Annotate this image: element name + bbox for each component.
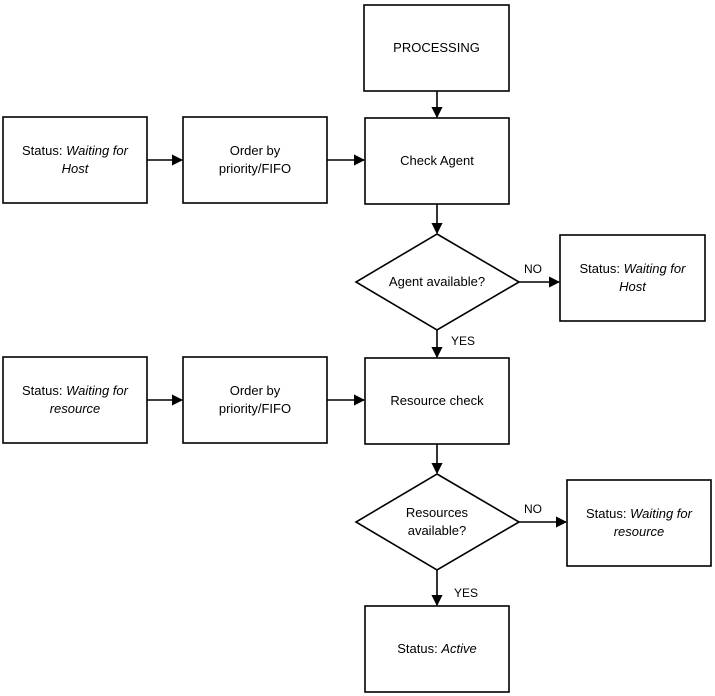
- processing-box: [363, 4, 510, 92]
- resources-available-diamond: [354, 473, 521, 571]
- check-agent-box: [364, 117, 510, 205]
- order-priority-box-2: [182, 356, 328, 444]
- resource-check-box: [364, 357, 510, 445]
- status-waiting-resource-right-box: [566, 479, 712, 567]
- status-waiting-host-right-box: [559, 234, 706, 322]
- resources-yes-label: YES: [454, 586, 479, 600]
- status-waiting-resource-left-box: [2, 356, 148, 444]
- status-active-box: [364, 605, 510, 693]
- order-priority-box-1: [182, 116, 328, 204]
- agent-available-diamond: [354, 233, 521, 331]
- agent-yes-label: YES: [451, 334, 476, 348]
- agent-no-label: NO: [524, 262, 542, 276]
- resources-no-label: NO: [524, 502, 542, 516]
- status-waiting-host-left-box: [2, 116, 148, 204]
